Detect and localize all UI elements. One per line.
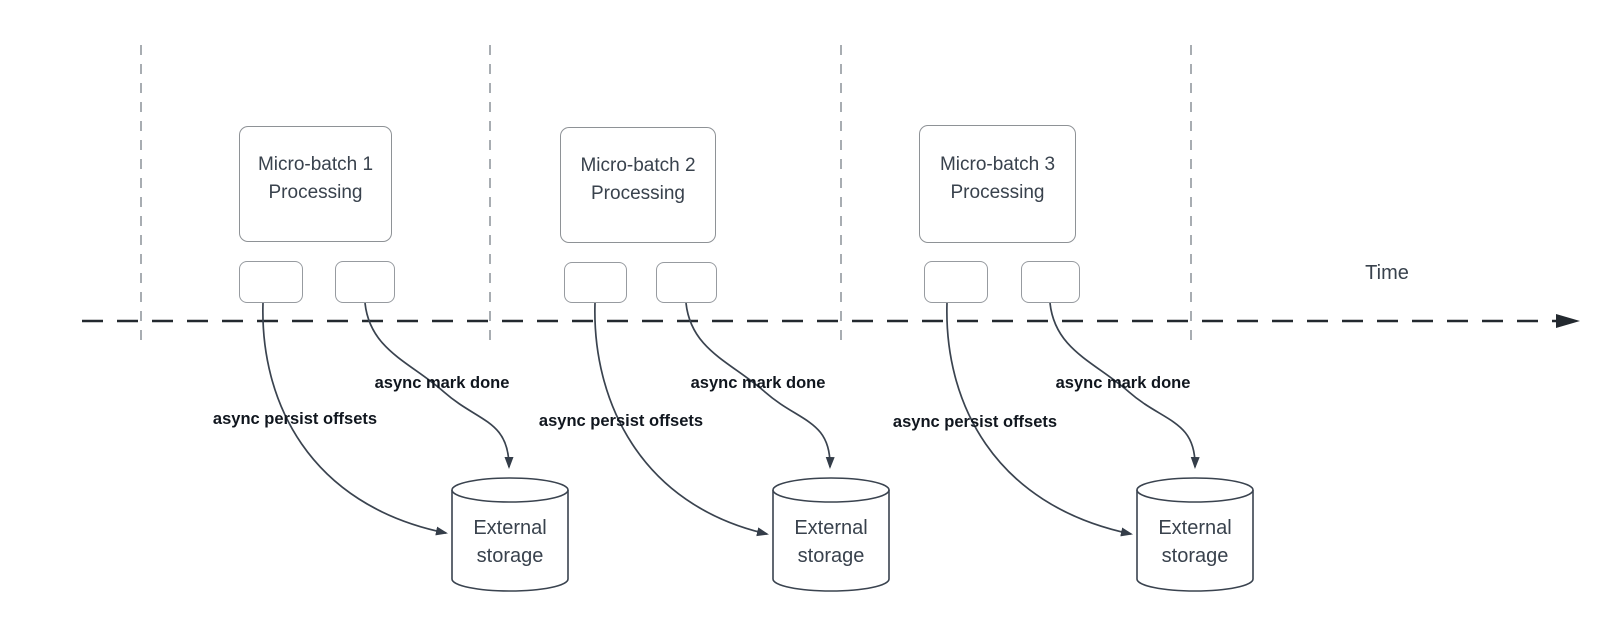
storage-cylinders (451, 477, 1254, 592)
micro-batch-3-title-line1: Micro-batch 3 (939, 154, 1056, 175)
micro-batch-1-title-line2: Processing (268, 182, 363, 203)
async-connectors (262, 302, 1200, 537)
done-task-box-1 (335, 261, 395, 303)
storage-cylinder-1 (451, 477, 569, 592)
mark-done-arrow-1 (364, 302, 514, 469)
micro-batch-1-box: Micro-batch 1 Processing (239, 126, 392, 242)
mark-done-label-1: async mark done (374, 374, 510, 392)
persist-offsets-label-3: async persist offsets (892, 413, 1058, 431)
done-task-box-3 (1021, 261, 1080, 303)
persist-offsets-arrow-3 (946, 302, 1133, 537)
persist-offsets-label-2: async persist offsets (538, 412, 704, 430)
persist-offsets-label-1: async persist offsets (212, 410, 378, 428)
storage-cylinder-3 (1136, 477, 1254, 592)
micro-batch-2-title-line2: Processing (591, 183, 685, 204)
micro-batch-3-box: Micro-batch 3 Processing (919, 125, 1076, 243)
micro-batch-3-title-line2: Processing (950, 182, 1045, 203)
mark-done-label-2: async mark done (690, 374, 826, 392)
time-axis-label: Time (1365, 262, 1409, 284)
micro-batch-2-box: Micro-batch 2 Processing (560, 127, 716, 243)
time-axis-arrowhead-icon (1556, 314, 1580, 328)
mark-done-arrow-3 (1049, 302, 1200, 469)
micro-batch-2-title-line1: Micro-batch 2 (580, 155, 696, 176)
offset-task-box-3 (924, 261, 988, 303)
offset-task-box-1 (239, 261, 303, 303)
time-axis (82, 314, 1580, 328)
persist-offsets-arrow-2 (594, 302, 769, 537)
storage-cylinder-2 (772, 477, 890, 592)
persist-offsets-arrow-1 (262, 302, 448, 536)
mark-done-label-3: async mark done (1055, 374, 1191, 392)
offset-task-box-2 (564, 262, 627, 303)
done-task-box-2 (656, 262, 717, 303)
micro-batch-1-title-line1: Micro-batch 1 (257, 154, 374, 175)
mark-done-arrow-2 (685, 302, 835, 469)
